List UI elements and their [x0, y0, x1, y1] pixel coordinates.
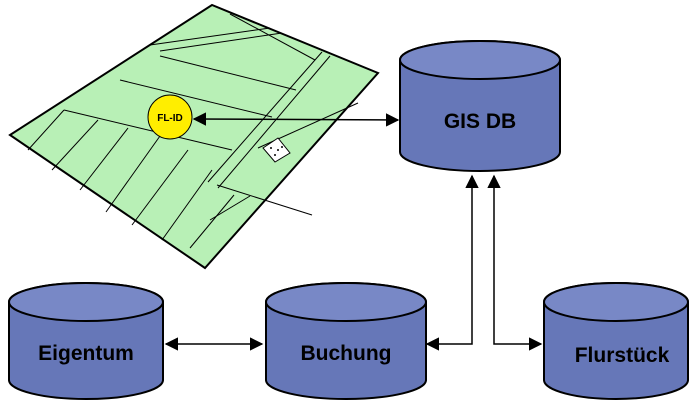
- gis-db-label: GIS DB: [444, 110, 516, 133]
- map-parcel-line: [209, 195, 251, 221]
- connector-buchung-gis: [425, 174, 479, 351]
- buchung-label: Buchung: [301, 342, 392, 365]
- map-parcel-line: [131, 149, 189, 226]
- fl-id-label: FL-ID: [157, 113, 183, 124]
- building-dot: [274, 154, 276, 156]
- circle-marker-icon: [147, 94, 193, 140]
- flurstueck-cylinder: Flurstück: [543, 282, 689, 400]
- map-parcel-line: [51, 119, 99, 171]
- connector-map-gis: [192, 112, 400, 127]
- connector-flurstueck-gis: [487, 174, 543, 351]
- eigentum-label: Eigentum: [38, 342, 134, 365]
- map-parcel-line: [229, 13, 316, 61]
- map-parcel-line: [159, 55, 297, 91]
- map-parcel-line: [189, 194, 235, 249]
- map-street-line: [159, 32, 283, 52]
- map-parcel-line: [27, 109, 65, 151]
- buchung-cylinder: Buchung: [265, 282, 427, 400]
- map-parcel-line: [105, 135, 161, 213]
- map-parcel-line: [216, 184, 313, 216]
- map-parcel-line: [119, 79, 273, 118]
- building-dot: [270, 147, 272, 149]
- map-parcel-line: [63, 109, 233, 151]
- connectors: [164, 112, 543, 351]
- map-parcel-line: [79, 127, 129, 191]
- map-street-line: [149, 27, 271, 46]
- building-dot: [281, 146, 283, 148]
- building-icon: [262, 137, 291, 163]
- parcel-map: FL-ID: [8, 3, 380, 270]
- gis-db-cylinder: GIS DB: [399, 40, 561, 172]
- map-area: [8, 3, 380, 270]
- eigentum-cylinder: Eigentum: [8, 282, 164, 400]
- building-dot: [277, 149, 279, 151]
- flurstueck-label: Flurstück: [575, 344, 670, 367]
- map-parcel-line: [161, 169, 213, 241]
